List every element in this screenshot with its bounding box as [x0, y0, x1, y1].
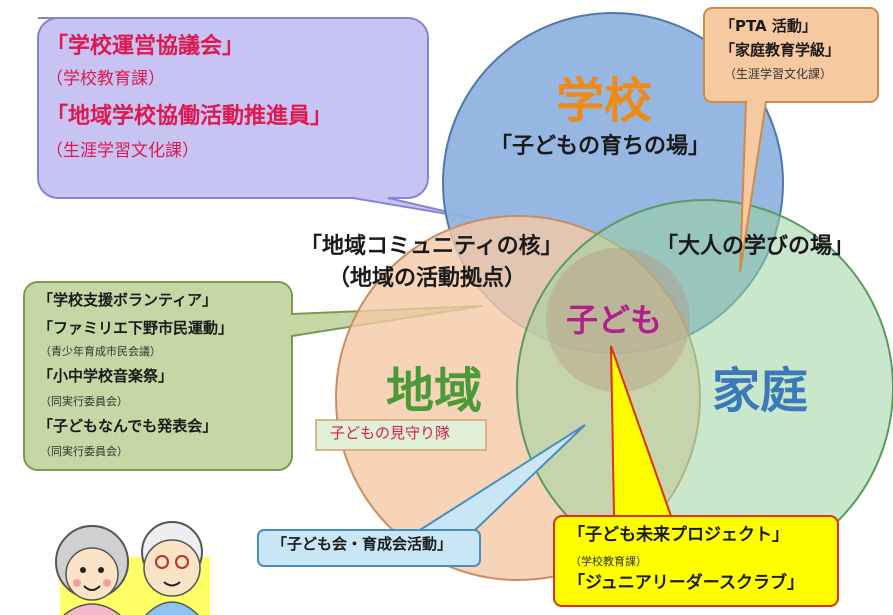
callout-future-line-3: 「ジュニアリーダースクラブ」 — [568, 573, 804, 593]
community-label-line-1: 「地域コミュニティの核」 — [300, 234, 563, 259]
callout-pta-line-3: （生涯学習文化課） — [724, 67, 833, 81]
center-overlap — [546, 248, 690, 392]
kids-club-label: 「子ども会・育成会活動」 — [272, 535, 453, 553]
future-project-callout-bubble — [553, 345, 839, 607]
family-title: 家庭 — [712, 363, 809, 419]
callout-school-line-2: （学校教育課） — [46, 69, 165, 89]
callout-community-line-7: （同実行委員会） — [40, 445, 128, 458]
kids-club-callout-bubble — [257, 424, 586, 567]
callout-school-line-3: 「地域学校協働活動推進員」 — [46, 104, 333, 129]
callout-community-line-2: 「ファミリエ下野市民運動」 — [38, 319, 234, 337]
callout-community-line-4: 「小中学校音楽祭」 — [38, 367, 174, 385]
community-label-line-2: （地域の活動拠点） — [328, 266, 527, 291]
community-callout-bubble — [23, 281, 483, 471]
callout-community-line-1: 「学校支援ボランティア」 — [38, 291, 218, 309]
pta-callout-bubble — [703, 7, 879, 273]
grandparents-illustration — [55, 521, 210, 615]
watch-group-box — [315, 419, 487, 451]
callout-school-line-4: （生涯学習文化課） — [46, 141, 199, 161]
callout-future-line-2: （学校教育課） — [570, 555, 647, 568]
callout-community-line-3: （青少年育成市民会議） — [40, 345, 161, 358]
school-subtitle: 「子どもの育ちの場」 — [490, 134, 711, 159]
callout-pta-line-1: 「PTA 活動」 — [720, 17, 817, 35]
watch-group-label: 子どもの見守り隊 — [330, 424, 451, 442]
family-label: 「大人の学びの場」 — [656, 234, 855, 259]
callout-school-line-1: 「学校運営協議会」 — [46, 34, 245, 59]
center-label: 子ども — [566, 301, 663, 339]
callout-community-line-6: 「子どもなんでも発表会」 — [38, 417, 218, 435]
school-title: 学校 — [556, 73, 653, 129]
callout-community-line-5: （同実行委員会） — [40, 395, 128, 408]
callout-pta-line-2: 「家庭教育学級」 — [720, 41, 841, 59]
callout-future-line-1: 「子ども未来プロジェクト」 — [568, 525, 789, 545]
community-title: 地域 — [386, 363, 483, 419]
